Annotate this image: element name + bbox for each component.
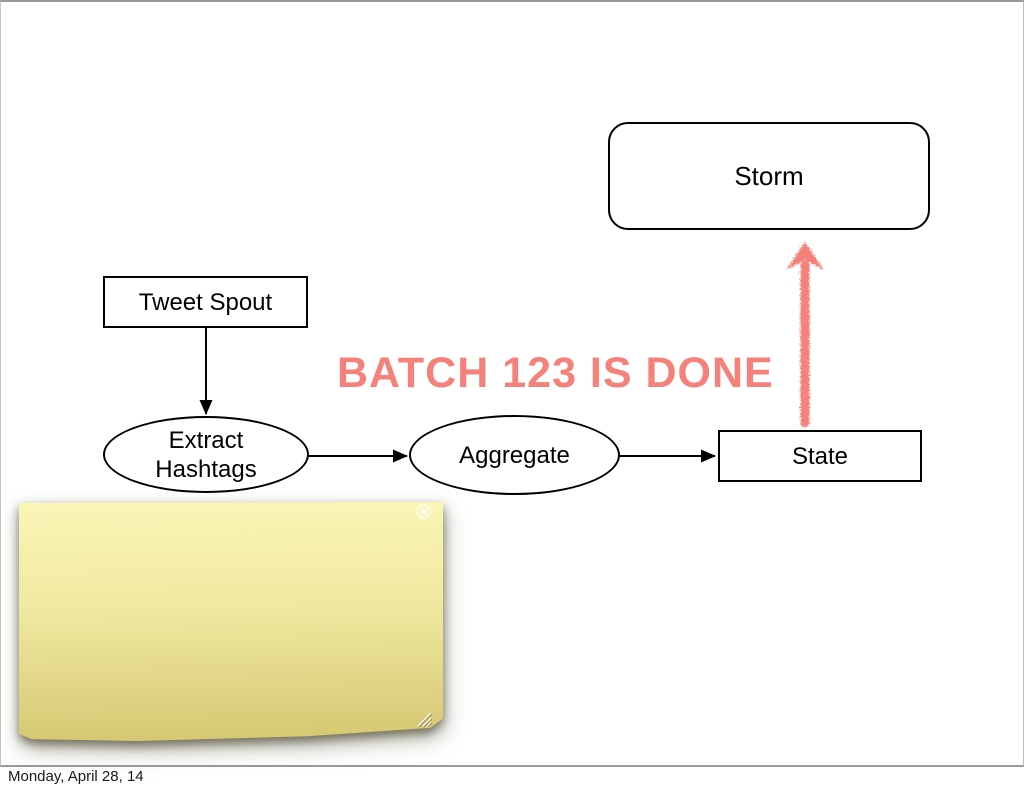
slide-canvas: Storm Tweet Spout Extract Hashtags Aggre…: [0, 0, 1024, 767]
node-aggregate: Aggregate: [409, 415, 620, 495]
node-storm: Storm: [608, 122, 930, 230]
diagram-edges: [199, 242, 824, 463]
node-storm-label: Storm: [734, 160, 804, 191]
node-state: State: [718, 430, 922, 482]
edge-state-to-storm-crayon-arrow: [786, 242, 824, 428]
slide-footer-date: Monday, April 28, 14: [8, 768, 144, 785]
close-icon[interactable]: ✕: [416, 504, 431, 519]
batch-done-annotation: BATCH 123 IS DONE: [337, 349, 774, 397]
sticky-note[interactable]: ✕: [19, 502, 443, 741]
node-extract-hashtags: Extract Hashtags: [103, 416, 309, 493]
sticky-note-paper[interactable]: [19, 502, 443, 741]
node-tweet-spout: Tweet Spout: [103, 276, 308, 328]
node-extract-hashtags-label-line2: Hashtags: [155, 455, 257, 483]
crayon-arrowhead-icon: [786, 242, 824, 270]
node-extract-hashtags-label-line1: Extract: [168, 426, 244, 454]
resize-handle-icon[interactable]: [416, 712, 434, 728]
node-tweet-spout-label: Tweet Spout: [138, 288, 273, 316]
node-aggregate-label: Aggregate: [459, 441, 570, 469]
node-state-label: State: [791, 442, 849, 470]
